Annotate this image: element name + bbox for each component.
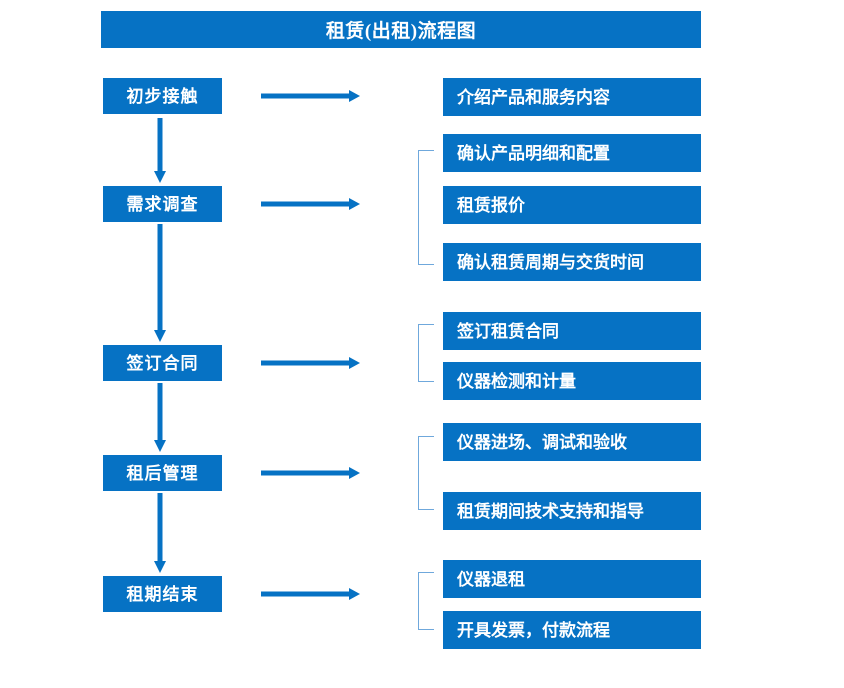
detail-label: 签订租赁合同 — [457, 321, 559, 341]
detail-label: 租赁报价 — [457, 195, 525, 215]
detail-label: 开具发票，付款流程 — [457, 620, 610, 640]
stage-box-2[interactable]: 需求调查 — [103, 186, 222, 222]
stage-label: 租后管理 — [126, 463, 199, 483]
arrow-right-icon-2 — [261, 197, 361, 211]
detail-box-9[interactable]: 仪器退租 — [443, 560, 701, 598]
arrow-down-icon-2 — [152, 224, 168, 343]
group-bracket-4 — [418, 572, 434, 630]
arrow-right-icon-5 — [261, 587, 361, 601]
arrow-right-icon-1 — [261, 89, 361, 103]
detail-box-3[interactable]: 租赁报价 — [443, 186, 701, 224]
stage-box-1[interactable]: 初步接触 — [103, 78, 222, 114]
detail-box-8[interactable]: 租赁期间技术支持和指导 — [443, 492, 701, 530]
stage-label: 需求调查 — [126, 194, 199, 214]
detail-box-5[interactable]: 签订租赁合同 — [443, 312, 701, 350]
detail-label: 确认租赁周期与交货时间 — [457, 252, 644, 272]
detail-label: 仪器检测和计量 — [457, 371, 576, 391]
detail-label: 介绍产品和服务内容 — [457, 87, 610, 107]
group-bracket-3 — [418, 436, 434, 510]
arrow-down-icon-1 — [152, 118, 168, 184]
stage-box-3[interactable]: 签订合同 — [103, 345, 222, 381]
detail-box-7[interactable]: 仪器进场、调试和验收 — [443, 423, 701, 461]
detail-box-4[interactable]: 确认租赁周期与交货时间 — [443, 243, 701, 281]
arrow-right-icon-4 — [261, 466, 361, 480]
chart-title-banner: 租赁(出租)流程图 — [101, 11, 701, 48]
group-bracket-1 — [418, 150, 434, 265]
arrow-right-icon-3 — [261, 356, 361, 370]
stage-label: 签订合同 — [126, 353, 199, 373]
detail-label: 仪器退租 — [457, 569, 525, 589]
page-title: 租赁(出租)流程图 — [325, 21, 477, 42]
group-bracket-2 — [418, 324, 434, 382]
detail-box-6[interactable]: 仪器检测和计量 — [443, 362, 701, 400]
detail-label: 仪器进场、调试和验收 — [457, 432, 627, 452]
detail-box-1[interactable]: 介绍产品和服务内容 — [443, 78, 701, 116]
detail-label: 租赁期间技术支持和指导 — [457, 501, 644, 521]
stage-label: 初步接触 — [126, 86, 199, 106]
arrow-down-icon-3 — [152, 383, 168, 453]
stage-label: 租期结束 — [126, 584, 199, 604]
detail-box-2[interactable]: 确认产品明细和配置 — [443, 134, 701, 172]
stage-box-5[interactable]: 租期结束 — [103, 576, 222, 612]
stage-box-4[interactable]: 租后管理 — [103, 455, 222, 491]
arrow-down-icon-4 — [152, 493, 168, 574]
detail-label: 确认产品明细和配置 — [457, 143, 610, 163]
detail-box-10[interactable]: 开具发票，付款流程 — [443, 611, 701, 649]
